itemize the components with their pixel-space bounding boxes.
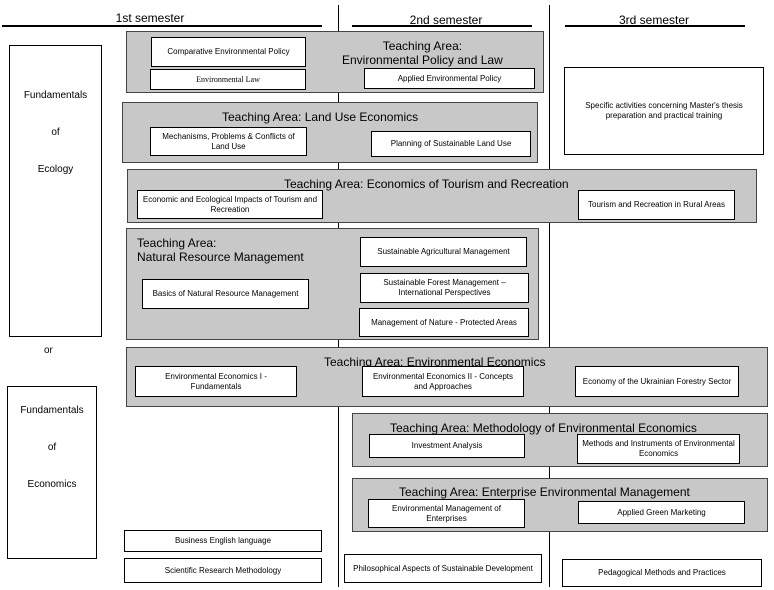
course-tourism-rural-areas: Tourism and Recreation in Rural Areas	[578, 190, 735, 220]
fundamentals-economics-line2: of	[47, 442, 57, 453]
area-land-use-title: Teaching Area: Land Use Economics	[222, 110, 419, 124]
area-policy-title-line2: Environmental Policy and Law	[342, 53, 503, 67]
area-policy-title: Teaching Area: Environmental Policy and …	[342, 39, 503, 67]
semester-3-underline	[565, 25, 745, 27]
area-natural-resource-title-line2: Natural Resource Management	[137, 250, 304, 264]
fundamentals-economics-box: Fundamentals of Economics	[7, 386, 97, 559]
semester-2-underline	[352, 25, 532, 27]
course-environmental-law: Environmental Law	[150, 69, 306, 90]
area-natural-resource-title-line1: Teaching Area:	[137, 236, 217, 250]
course-pedagogical-methods: Pedagogical Methods and Practices	[562, 559, 762, 587]
course-comparative-environmental-policy: Comparative Environmental Policy	[151, 37, 306, 67]
course-planning-sustainable-land-use: Planning of Sustainable Land Use	[371, 131, 531, 157]
area-tourism-title: Teaching Area: Economics of Tourism and …	[284, 177, 569, 191]
fundamentals-economics-line1: Fundamentals	[20, 405, 84, 416]
course-sustainable-forest: Sustainable Forest Management – Internat…	[360, 273, 529, 303]
semester-1-header: 1st semester	[115, 11, 185, 25]
fundamentals-ecology-line2: of	[51, 127, 60, 138]
area-enterprise-title: Teaching Area: Enterprise Environmental …	[399, 485, 690, 499]
course-ukrainian-forestry: Economy of the Ukrainian Forestry Sector	[575, 366, 739, 397]
course-methods-instruments: Methods and Instruments of Environmental…	[577, 434, 740, 464]
fundamentals-ecology-line3: Ecology	[37, 164, 74, 175]
course-env-econ-1: Environmental Economics I - Fundamentals	[135, 366, 297, 397]
course-sustainable-agricultural: Sustainable Agricultural Management	[360, 237, 527, 267]
semester-1-underline	[2, 25, 322, 27]
semester-2-header: 2nd semester	[409, 13, 483, 27]
area-policy-title-line1: Teaching Area:	[382, 39, 463, 53]
course-impacts-tourism: Economic and Ecological Impacts of Touri…	[137, 190, 323, 219]
course-applied-green-marketing: Applied Green Marketing	[578, 501, 745, 524]
area-natural-resource-title: Teaching Area: Natural Resource Manageme…	[137, 236, 304, 264]
area-methodology-title: Teaching Area: Methodology of Environmen…	[390, 421, 697, 435]
course-applied-environmental-policy: Applied Environmental Policy	[364, 68, 535, 89]
course-business-english: Business English language	[124, 530, 322, 552]
course-env-econ-2: Environmental Economics II - Concepts an…	[362, 366, 524, 397]
semester-divider-2	[549, 5, 550, 587]
semester-3-header: 3rd semester	[618, 13, 690, 27]
course-protected-areas: Management of Nature - Protected Areas	[359, 308, 529, 337]
course-basics-natural-resource: Basics of Natural Resource Management	[142, 279, 309, 309]
course-env-management-enterprises: Environmental Management of Enterprises	[368, 499, 525, 528]
course-investment-analysis: Investment Analysis	[369, 434, 525, 458]
course-scientific-research-methodology: Scientific Research Methodology	[124, 558, 322, 583]
course-philosophical-aspects: Philosophical Aspects of Sustainable Dev…	[344, 554, 542, 583]
fundamentals-ecology-line1: Fundamentals	[23, 90, 88, 101]
fundamentals-economics-line3: Economics	[27, 479, 77, 490]
or-label: or	[44, 345, 53, 356]
course-mechanisms-land-use: Mechanisms, Problems & Conflicts of Land…	[150, 127, 307, 156]
thesis-preparation-box: Specific activities concerning Master's …	[564, 67, 764, 155]
area-env-econ-title: Teaching Area: Environmental Economics	[324, 355, 546, 369]
fundamentals-ecology-box: Fundamentals of Ecology	[9, 45, 102, 337]
